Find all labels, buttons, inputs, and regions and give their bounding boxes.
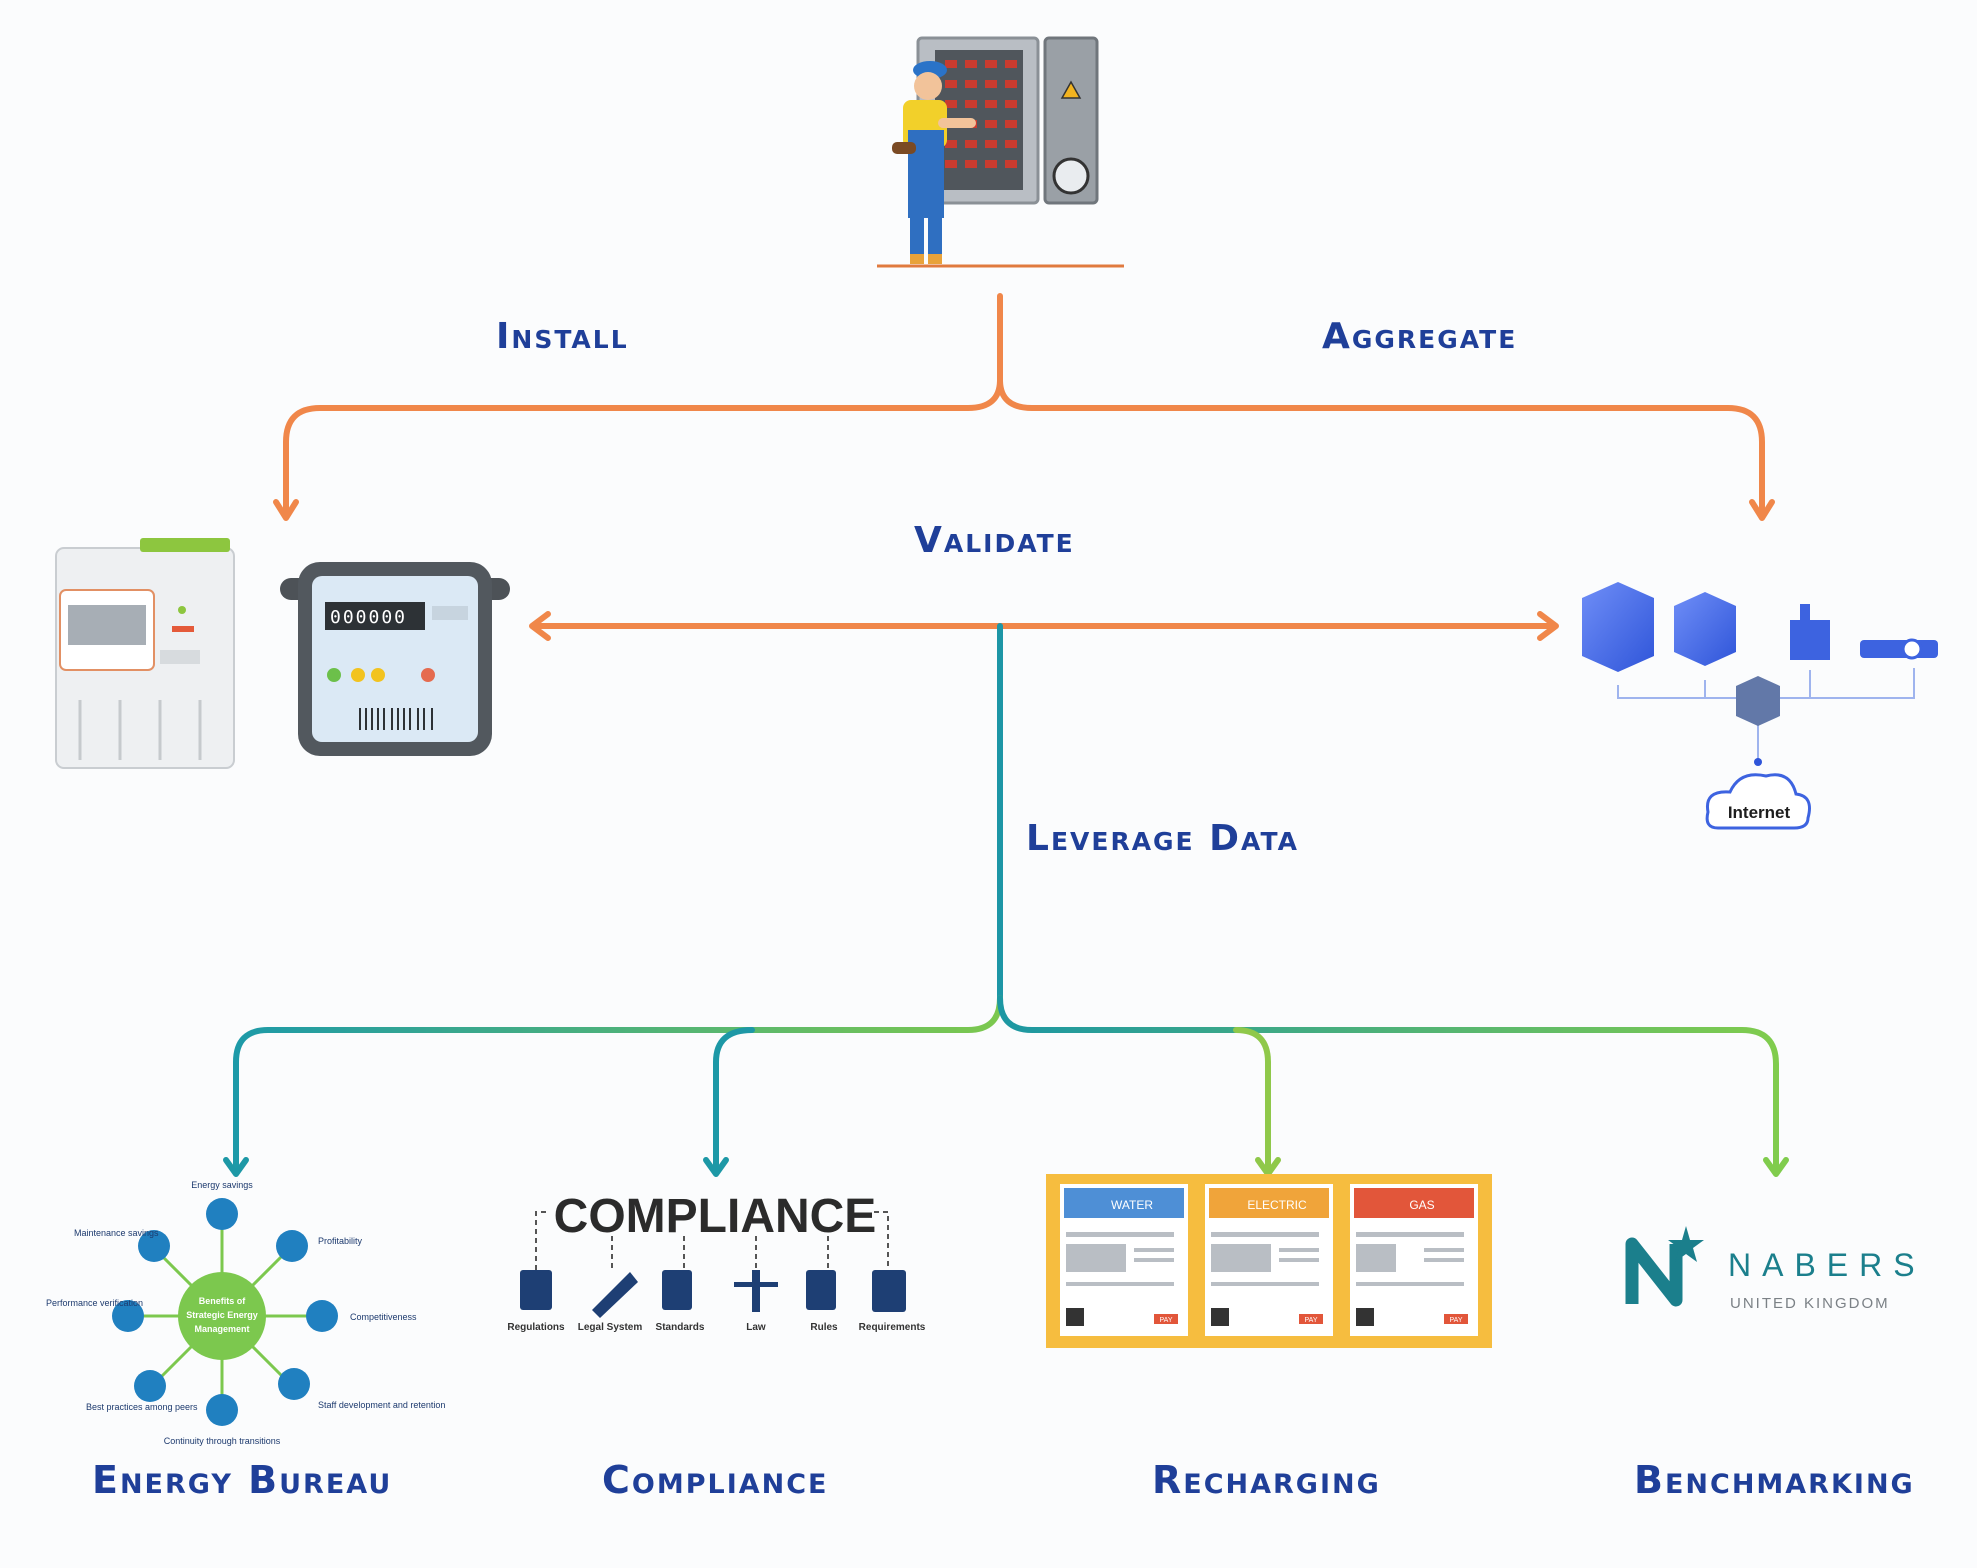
svg-text:Management: Management <box>194 1324 249 1334</box>
svg-text:GAS: GAS <box>1409 1198 1434 1212</box>
spoke-7: Maintenance savings <box>74 1228 159 1238</box>
install-label: Install <box>496 316 629 357</box>
meter-readout: 000000 <box>330 607 407 628</box>
spoke-0: Energy savings <box>191 1180 253 1190</box>
spoke-1: Profitability <box>318 1236 363 1246</box>
benchmarking-label: Benchmarking <box>1634 1458 1915 1502</box>
spoke-5: Best practices among peers <box>86 1402 198 1412</box>
svg-text:PAY: PAY <box>1450 1317 1463 1324</box>
install-aggregate-fork <box>273 293 1775 521</box>
compliance-item-0: Regulations <box>507 1322 565 1333</box>
energy-bureau-wheel: Benefits of Strategic Energy Management … <box>46 1180 445 1446</box>
svg-text:Strategic Energy: Strategic Energy <box>186 1310 258 1320</box>
din-rail-meter <box>55 538 235 769</box>
svg-text:PAY: PAY <box>1160 1317 1173 1324</box>
compliance-item-4: Rules <box>810 1322 838 1333</box>
compliance-graphic-title: COMPLIANCE <box>554 1190 877 1243</box>
validate-arrow <box>529 611 1559 641</box>
spoke-2: Competitiveness <box>350 1312 417 1322</box>
nabers-logo: NABERS UNITED KINGDOM <box>1625 1226 1926 1312</box>
spoke-4: Continuity through transitions <box>164 1436 281 1446</box>
svg-text:PAY: PAY <box>1305 1317 1318 1324</box>
svg-text:Benefits of: Benefits of <box>199 1296 247 1306</box>
energy-bureau-label: Energy Bureau <box>92 1458 393 1502</box>
compliance-item-5: Requirements <box>859 1322 926 1333</box>
leverage-data-tree <box>223 623 1789 1177</box>
network-aggregation: Internet <box>1582 582 1938 830</box>
svg-text:ELECTRIC: ELECTRIC <box>1247 1198 1307 1212</box>
compliance-item-1: Legal System <box>578 1322 643 1333</box>
svg-text:WATER: WATER <box>1111 1198 1153 1212</box>
validate-label: Validate <box>914 520 1075 561</box>
compliance-graphic: COMPLIANCE Regulations Legal System Stan… <box>507 1190 925 1333</box>
electrician-illustration <box>877 36 1124 268</box>
internet-label: Internet <box>1728 803 1791 822</box>
spoke-6: Performance verification <box>46 1298 143 1308</box>
aggregate-label: Aggregate <box>1322 316 1518 357</box>
compliance-item-2: Standards <box>656 1322 705 1333</box>
leverage-data-label: Leverage Data <box>1026 818 1299 859</box>
utility-bills: WATER ELECTRIC GAS PAY PAY PAY <box>1046 1174 1492 1348</box>
analog-meter: 000000 <box>280 562 510 756</box>
nabers-name: NABERS <box>1728 1247 1926 1283</box>
recharging-label: Recharging <box>1152 1458 1381 1502</box>
compliance-label: Compliance <box>602 1458 829 1502</box>
spoke-3: Staff development and retention <box>318 1400 445 1410</box>
compliance-item-3: Law <box>746 1322 766 1333</box>
nabers-sub: UNITED KINGDOM <box>1730 1295 1890 1312</box>
